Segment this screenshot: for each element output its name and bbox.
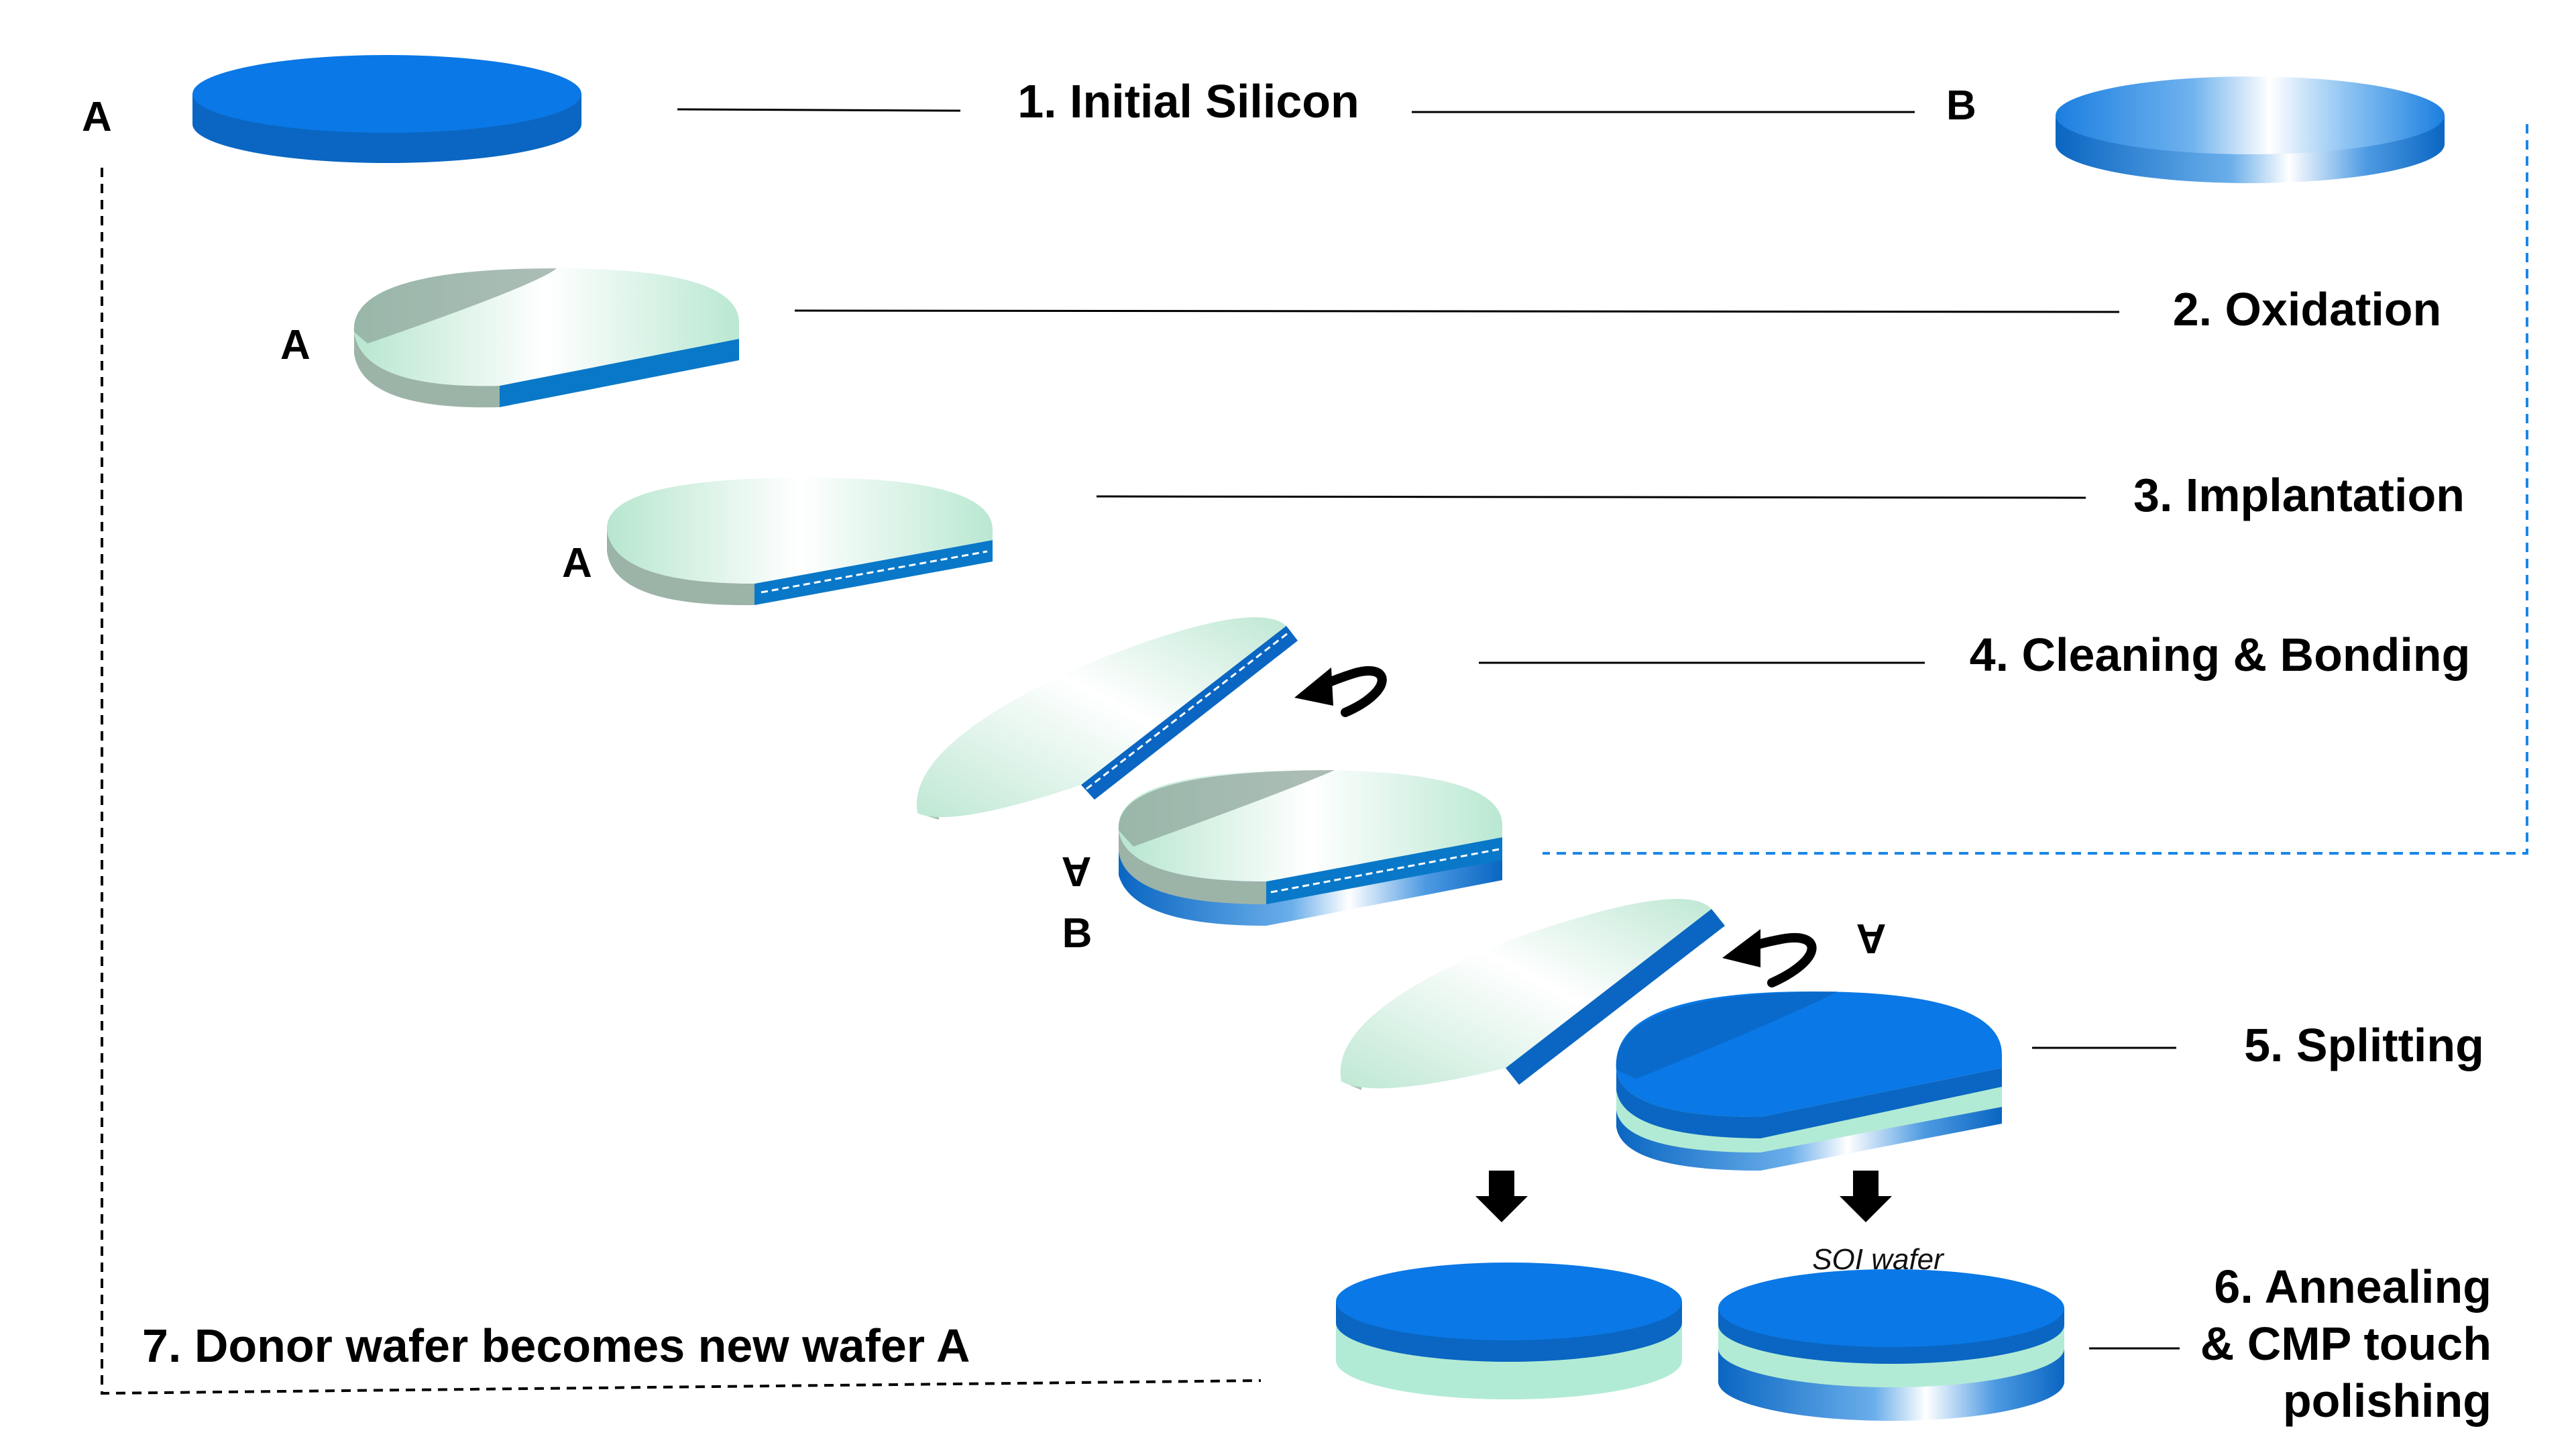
wafer-label-b-step1: B [1946, 83, 1976, 129]
soi-stack-splitting-step5 [1616, 991, 2002, 1171]
wafer-label-b-step4: B [1062, 910, 1093, 957]
wafer-b-initial [2056, 76, 2445, 183]
step-label-oxidation: 2. Oxidation [2173, 283, 2442, 335]
bonded-stack-step4 [1118, 770, 1502, 926]
wafer-a-flipping-step4 [916, 617, 1298, 820]
step-label-annealing-line2: & CMP touch [2200, 1318, 2491, 1370]
leader-line-step1-left [677, 108, 961, 112]
donor-wafer-recycled [1336, 1263, 1682, 1399]
down-arrow-icon [1475, 1171, 1528, 1222]
leader-line-step2 [794, 309, 2120, 313]
down-arrow-icon [1840, 1171, 1892, 1222]
step-label-annealing-line3: polishing [2283, 1375, 2491, 1427]
wafer-a-implanted [606, 478, 993, 606]
soi-wafer-final [1718, 1269, 2064, 1421]
wafer-a-oxidized [353, 268, 739, 408]
step-label-cleaning-bonding: 4. Cleaning & Bonding [1970, 629, 2471, 681]
soi-wafer-label: SOI wafer [1812, 1243, 1945, 1276]
wafer-label-a-flipped-step4: A [1062, 848, 1092, 894]
step-label-annealing-line1: 6. Annealing [2214, 1260, 2491, 1313]
step-label-donor-recycle: 7. Donor wafer becomes new wafer A [142, 1320, 970, 1372]
wafer-label-a-step3: A [562, 540, 592, 586]
step-label-initial-silicon: 1. Initial Silicon [1017, 75, 1359, 127]
wafer-label-a-flipped-step5: A [1856, 915, 1887, 961]
leader-line-step3 [1096, 495, 2086, 499]
step-label-implantation: 3. Implantation [2133, 469, 2465, 521]
donor-recycle-loop-line [101, 168, 1262, 1395]
step-label-splitting: 5. Splitting [2244, 1019, 2484, 1071]
flip-arrow-head-step5 [1722, 929, 1760, 967]
flip-arrow-head-step4 [1294, 667, 1333, 706]
handle-wafer-loop-line [1543, 124, 2528, 855]
wafer-label-a-step1: A [82, 94, 112, 140]
wafer-label-a-step2: A [280, 322, 311, 368]
donor-wafer-separating-step5 [1340, 899, 1725, 1090]
wafer-a-initial [192, 55, 581, 163]
